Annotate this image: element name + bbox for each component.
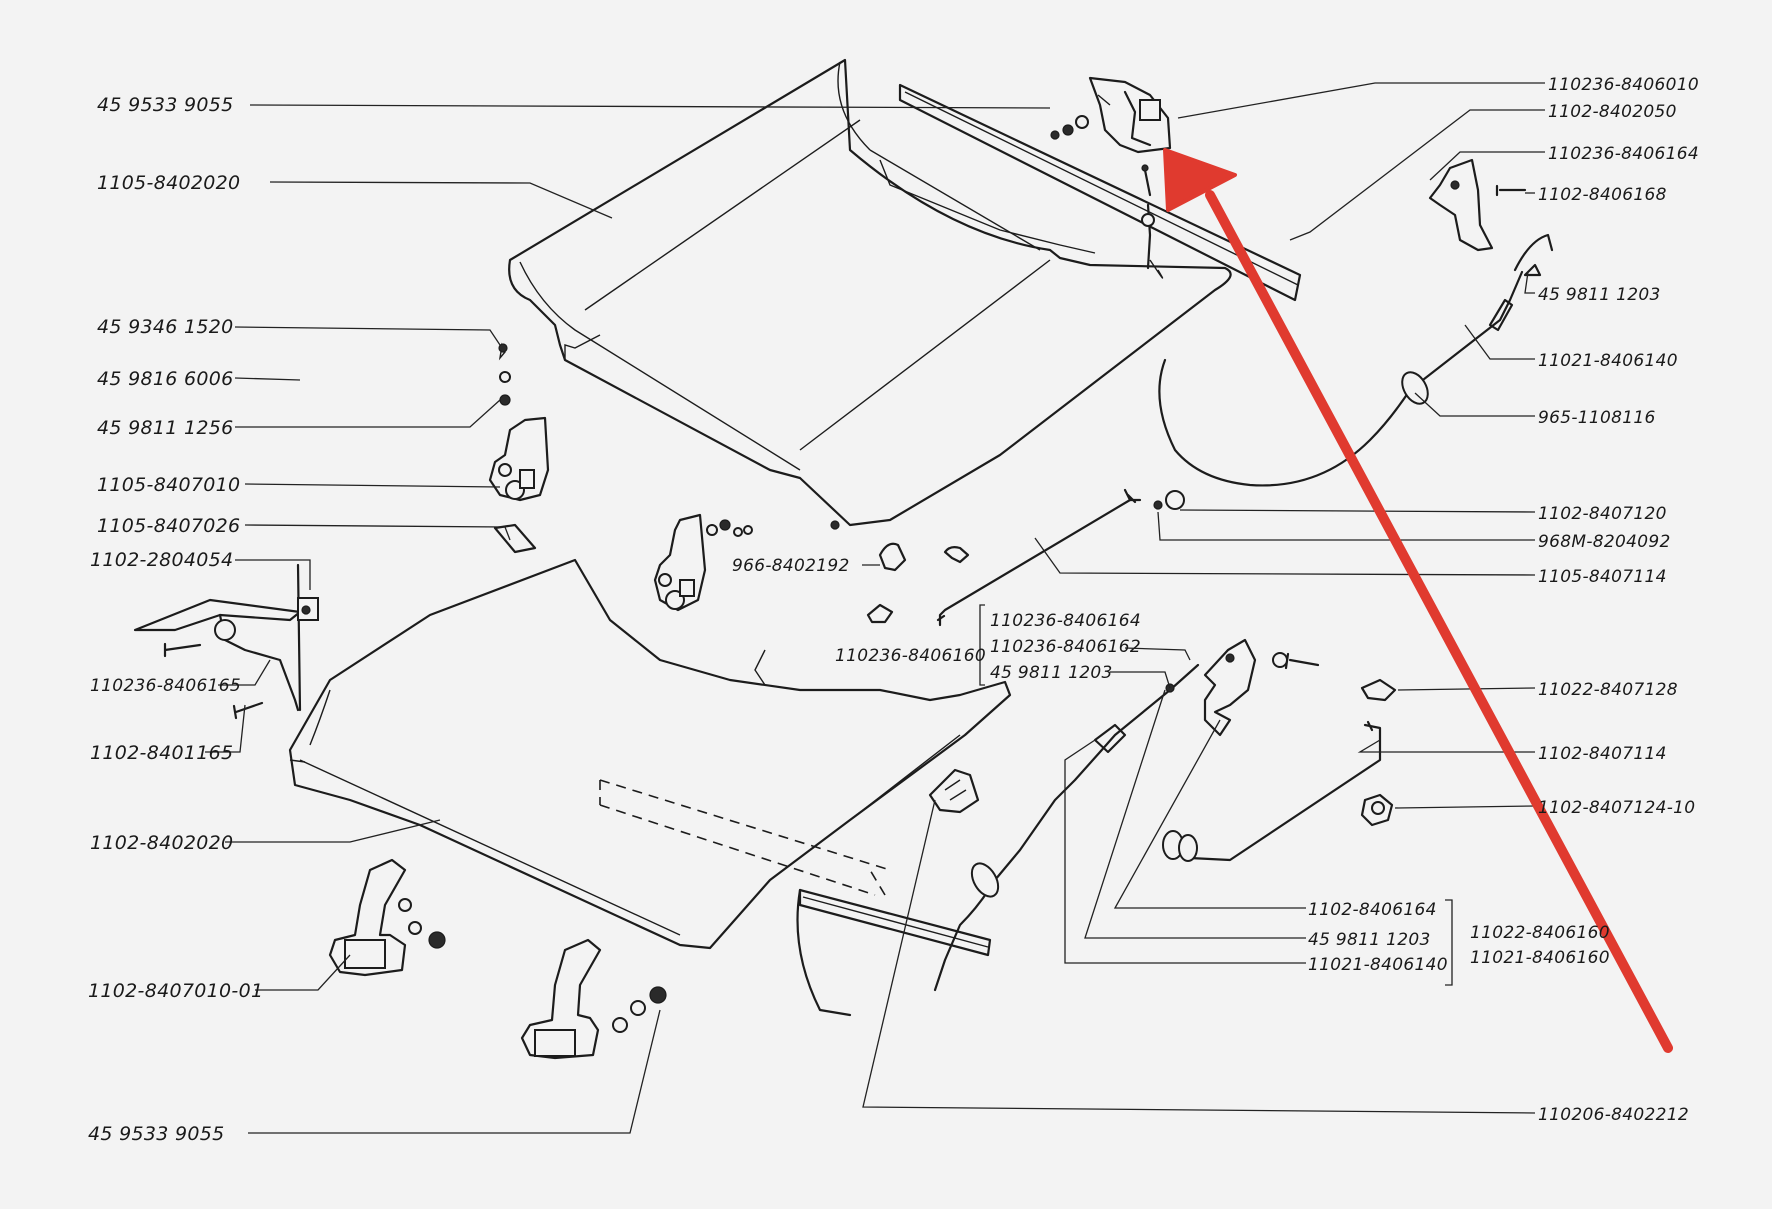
upper-left-hinge	[488, 342, 550, 554]
part-label: 1102-8402020	[90, 832, 233, 854]
part-label: 1102-8407124-10	[1538, 798, 1695, 818]
part-label: 1102-8406168	[1538, 185, 1667, 205]
part-label: 45 9811 1256	[97, 417, 234, 439]
part-label: 965-1108116	[1538, 408, 1656, 428]
part-label: 110236-8406165	[90, 676, 241, 696]
part-label: 110236-8406010	[1548, 75, 1699, 95]
right-clips	[1360, 678, 1397, 827]
leader-lines	[205, 82, 1545, 1134]
part-label: 1105-8407114	[1538, 567, 1667, 587]
part-label: 110236-8406160	[835, 646, 986, 666]
part-label: 1105-8407026	[97, 515, 240, 537]
part-label: 11021-8406140	[1538, 351, 1678, 371]
right-lever	[1428, 158, 1527, 252]
part-label: 1102-8407120	[1538, 504, 1667, 524]
hood-latch	[928, 768, 980, 814]
part-label: 1102-8401165	[90, 742, 233, 764]
lower-left-hinge	[328, 858, 446, 977]
part-label: 110236-8406162	[990, 637, 1141, 657]
part-label: 45 9533 9055	[97, 94, 234, 116]
upper-rod	[936, 488, 1185, 627]
part-label: 11022-8406160	[1470, 923, 1610, 943]
red-arrow-annotation	[1163, 148, 1673, 1053]
lower-rod	[1162, 720, 1382, 862]
part-label: 45 9346 1520	[97, 316, 234, 338]
part-label: 11022-8407128	[1538, 680, 1678, 700]
part-label: 11021-8406160	[1470, 948, 1610, 968]
part-label: 1102-8402050	[1548, 102, 1677, 122]
upper-cable	[1158, 233, 1554, 487]
latch-assembly	[1050, 76, 1172, 270]
center-lever	[1203, 638, 1320, 737]
part-label: 11021-8406140	[1308, 955, 1448, 975]
part-label: 45 9811 1203	[990, 663, 1113, 683]
part-label: 1102-8407010-01	[88, 980, 263, 1002]
part-label: 110236-8406164	[990, 611, 1141, 631]
lower-hood-panel	[288, 558, 1012, 1017]
part-labels: 45 9533 9055 1105-8402020 45 9346 1520 4…	[88, 75, 1699, 1145]
lower-center-hinge	[520, 938, 667, 1060]
part-label: 45 9811 1203	[1538, 285, 1661, 305]
part-label: 45 9533 9055	[88, 1123, 225, 1145]
upper-lid-panel	[508, 58, 1302, 527]
part-label: 110206-8402212	[1538, 1105, 1689, 1125]
part-label: 1105-8402020	[97, 172, 240, 194]
part-label: 968M-8204092	[1538, 532, 1671, 552]
lower-cable	[933, 663, 1200, 992]
part-label: 1102-8407114	[1538, 744, 1667, 764]
part-label: 966-8402192	[732, 556, 850, 576]
clips-center	[733, 520, 970, 624]
part-label: 110236-8406164	[1548, 144, 1699, 164]
part-label: 1102-8406164	[1308, 900, 1437, 920]
part-label: 1105-8407010	[97, 474, 240, 496]
left-bracket	[133, 563, 319, 720]
part-label: 45 9816 6006	[97, 368, 234, 390]
part-label: 1102-2804054	[90, 549, 233, 571]
part-label: 45 9811 1203	[1308, 930, 1431, 950]
center-hinge	[653, 513, 731, 612]
